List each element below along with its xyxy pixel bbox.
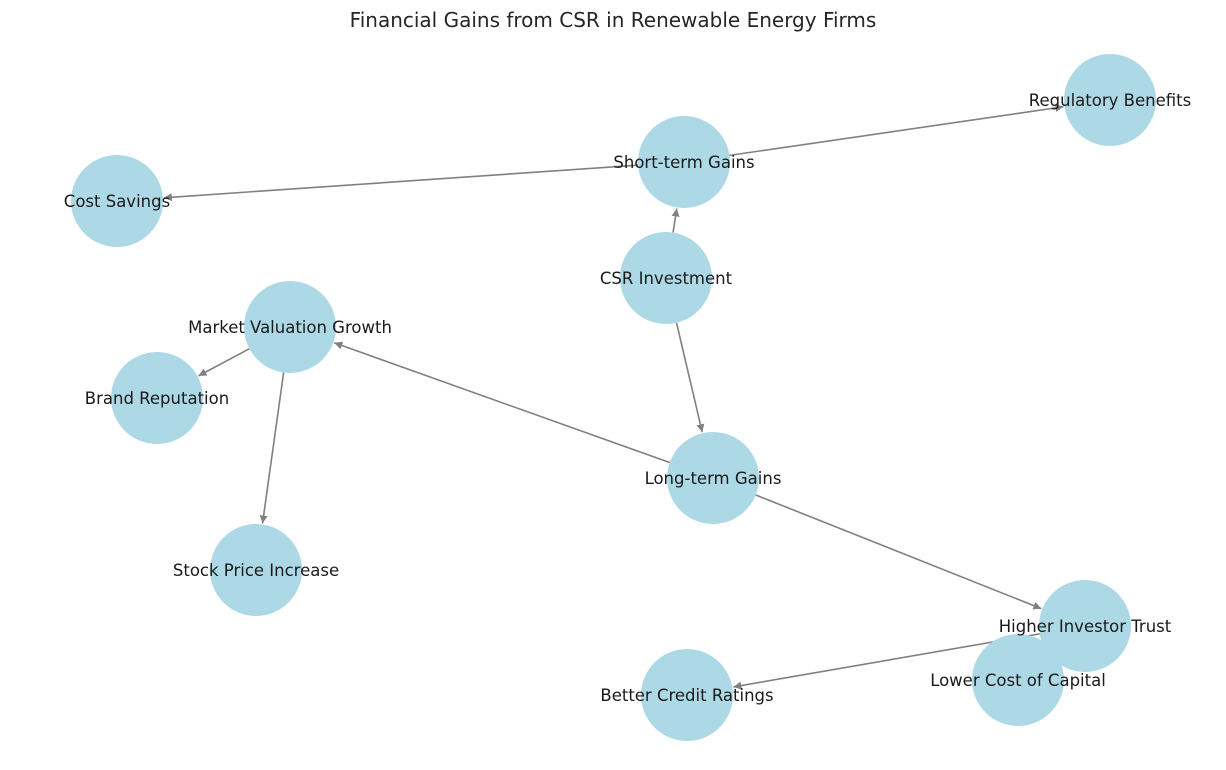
node-long bbox=[667, 432, 759, 524]
edge-market-to-stock bbox=[259, 372, 285, 524]
nodes-layer: CSR Investment Short-term GainsLong-term … bbox=[64, 54, 1191, 741]
edges-layer bbox=[163, 103, 1064, 690]
edge-investor-to-credit bbox=[733, 633, 1040, 690]
node-credit bbox=[641, 649, 733, 741]
node-label-csr: CSR Investment bbox=[600, 269, 733, 288]
edge-csr-to-short bbox=[671, 208, 680, 233]
edge-short-to-reg bbox=[729, 103, 1064, 157]
node-short bbox=[638, 116, 730, 208]
diagram-title: Financial Gains from CSR in Renewable En… bbox=[350, 8, 877, 32]
edge-long-to-market bbox=[333, 341, 670, 464]
node-csr bbox=[620, 232, 712, 324]
node-label-investor: Higher Investor Trust bbox=[999, 617, 1172, 636]
edge-csr-to-long bbox=[675, 322, 705, 433]
node-label-long: Long-term Gains bbox=[645, 469, 782, 488]
edge-long-to-investor bbox=[755, 494, 1042, 610]
node-label-cost: Cost Savings bbox=[64, 192, 170, 211]
node-market bbox=[244, 281, 336, 373]
node-label-short: Short-term Gains bbox=[613, 153, 754, 172]
node-cost bbox=[71, 155, 163, 247]
edge-market-to-brand bbox=[198, 347, 250, 377]
node-label-stock: Stock Price Increase bbox=[173, 561, 339, 580]
node-reg bbox=[1064, 54, 1156, 146]
node-label-market: Market Valuation Growth bbox=[188, 318, 392, 337]
node-stock bbox=[210, 524, 302, 616]
node-label-credit: Better Credit Ratings bbox=[600, 686, 773, 705]
node-label-brand: Brand Reputation bbox=[85, 389, 229, 408]
node-label-capital: Lower Cost of Capital bbox=[930, 671, 1106, 690]
node-label-reg: Regulatory Benefits bbox=[1029, 91, 1191, 110]
node-investor bbox=[1039, 580, 1131, 672]
node-capital bbox=[972, 634, 1064, 726]
edge-short-to-cost bbox=[163, 164, 639, 202]
node-brand bbox=[111, 352, 203, 444]
